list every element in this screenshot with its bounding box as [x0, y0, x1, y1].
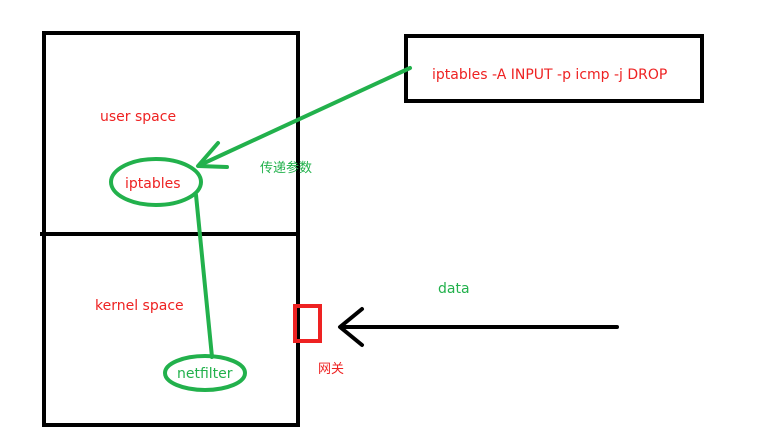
- iptables-label: iptables: [125, 176, 181, 192]
- kernel-space-label: kernel space: [95, 298, 184, 314]
- pass-params-arrow: [198, 66, 412, 167]
- iptables-netfilter-link: [194, 193, 214, 359]
- netfilter-label: netfilter: [177, 366, 233, 382]
- pass-params-arrowhead: [196, 141, 229, 169]
- pass-params-label: 传递参数: [260, 161, 313, 176]
- netfilter-ellipse: [163, 354, 247, 392]
- gateway-label: 网关: [318, 362, 345, 377]
- command-label: iptables -A INPUT -p icmp -j DROP: [432, 67, 668, 83]
- iptables-ellipse: [109, 157, 203, 207]
- system-box: [42, 31, 300, 427]
- data-arrowhead: [338, 307, 364, 347]
- user-space-label: user space: [100, 109, 177, 125]
- data-label: data: [438, 281, 470, 297]
- gateway-box: [293, 304, 322, 343]
